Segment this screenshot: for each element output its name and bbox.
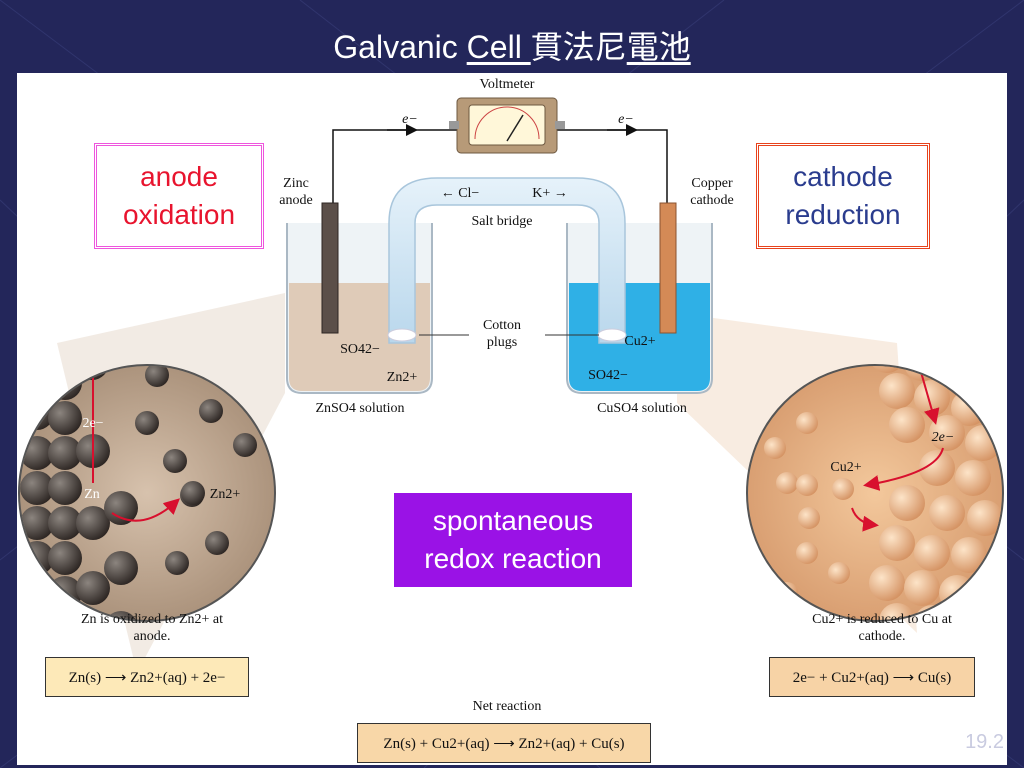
zn-ion-label: Zn2+ — [386, 370, 418, 385]
voltmeter-label: Voltmeter — [479, 77, 535, 92]
copper-electrode — [659, 202, 677, 334]
zoom-left-zn-label: Zn — [84, 487, 100, 502]
znso4-solution-label: ZnSO4 solution — [315, 401, 405, 416]
external-wire-right — [557, 129, 668, 203]
slide-title: Galvanic Cell 貫法尼電池 — [0, 22, 1024, 68]
spont-line1: spontaneous — [432, 505, 594, 536]
zinc-electrode — [321, 202, 339, 334]
electron-left-label: e− — [402, 112, 418, 127]
galvanic-cell-diagram — [18, 97, 1004, 673]
title-cjk-2: 電池 — [626, 29, 691, 65]
cotton-plugs-label: Cotton plugs — [482, 318, 522, 350]
voltmeter — [449, 97, 565, 154]
bridge-k-label: K+ → — [532, 186, 568, 201]
zoom-left-zn2-label: Zn2+ — [209, 487, 241, 502]
title-part1: Galvanic — [333, 29, 467, 65]
cotton-plug-left — [387, 328, 417, 342]
zinc-anode-label: Zinc anode — [279, 176, 313, 208]
zoom-circle-anode — [18, 364, 276, 622]
cathode-line2: reduction — [785, 199, 901, 230]
title-cell: Cell — [466, 29, 531, 65]
title-cjk-1: 貫法尼 — [530, 29, 627, 65]
equation-anode: Zn(s) ⟶ Zn2+(aq) + 2e− — [45, 657, 249, 697]
salt-bridge-label: Salt bridge — [471, 214, 533, 229]
cathode-reduction-callout: cathode reduction — [756, 143, 930, 249]
net-reaction-label: Net reaction — [472, 699, 542, 714]
salt-bridge-tube — [388, 177, 626, 344]
anode-line1: anode — [140, 161, 218, 192]
so4-right-label: SO42− — [588, 368, 628, 383]
cu-ion-label: Cu2+ — [624, 334, 656, 349]
bridge-cl-label: ← Cl− — [440, 186, 480, 201]
slide-number: 19.2 — [965, 731, 1004, 753]
zoom-left-2e-label: 2e− — [82, 416, 104, 431]
caption-anode: Zn is oxidized to Zn2+ at anode. — [80, 612, 224, 644]
so4-left-label: SO42− — [340, 342, 380, 357]
electron-right-label: e− — [618, 112, 634, 127]
caption-cathode: Cu2+ is reduced to Cu at cathode. — [812, 612, 952, 644]
cuso4-solution-label: CuSO4 solution — [597, 401, 687, 416]
cathode-line1: cathode — [793, 161, 893, 192]
anode-oxidation-callout: anode oxidation — [94, 143, 264, 249]
equation-net: Zn(s) + Cu2+(aq) ⟶ Zn2+(aq) + Cu(s) — [357, 723, 651, 763]
spontaneous-redox-callout: spontaneous redox reaction — [394, 493, 632, 587]
copper-cathode-label: Copper cathode — [690, 176, 734, 208]
equation-cathode: 2e− + Cu2+(aq) ⟶ Cu(s) — [769, 657, 975, 697]
anode-line2: oxidation — [122, 199, 236, 230]
spont-line2: redox reaction — [424, 543, 602, 574]
zoom-right-2e-label: 2e− — [931, 430, 955, 445]
zoom-right-cu2-label: Cu2+ — [830, 460, 862, 475]
